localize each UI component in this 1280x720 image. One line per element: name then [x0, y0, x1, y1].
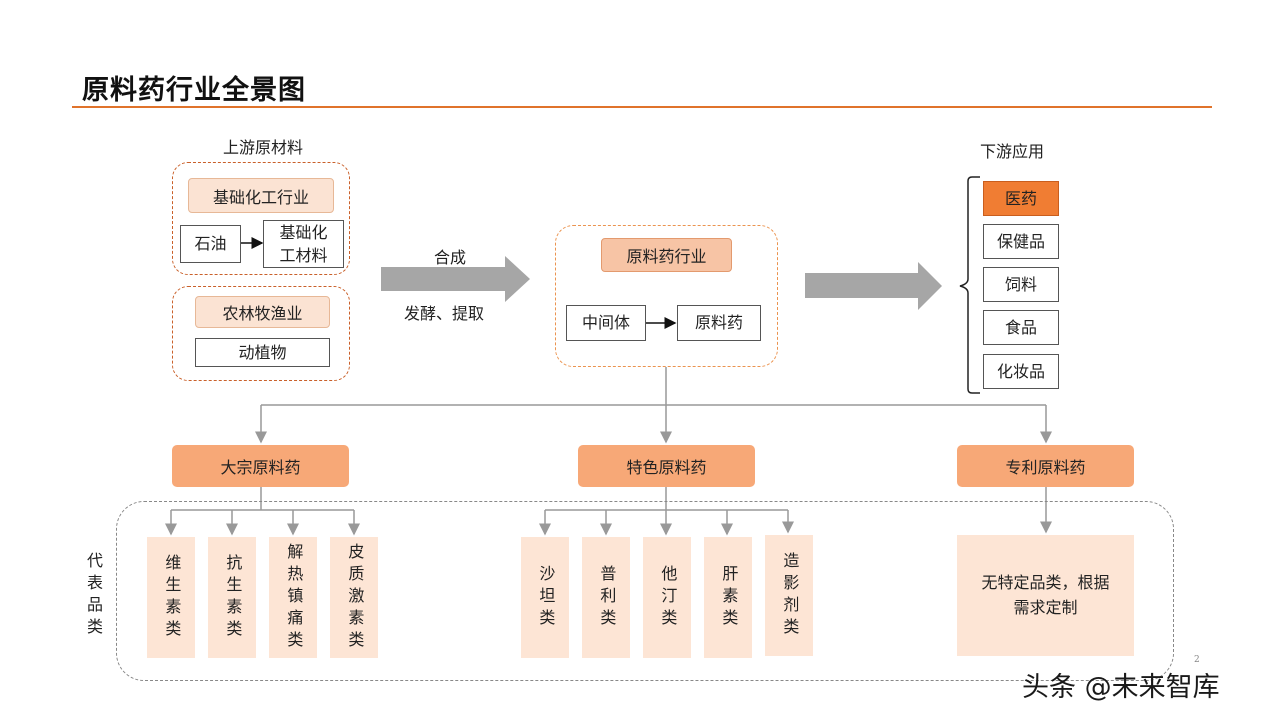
big-arrow-synthesis	[381, 256, 530, 302]
chem-industry-group	[172, 162, 350, 275]
chem-industry-box: 基础化工行业	[188, 178, 334, 213]
category-specialty-api: 特色原料药	[578, 445, 755, 487]
intermediate-box: 中间体	[566, 305, 646, 341]
title-divider	[72, 106, 1212, 108]
downstream-item-food: 食品	[983, 310, 1059, 345]
leaf-vitamins: 维生素类	[147, 537, 195, 658]
leaf-sartans: 沙坦类	[521, 537, 569, 658]
leaf-custom-made: 无特定品类，根据 需求定制	[957, 535, 1134, 656]
agriculture-group	[172, 286, 350, 381]
leaf-contrast-agents: 造影剂类	[765, 535, 813, 656]
api-industry-group	[555, 225, 778, 367]
upstream-label: 上游原材料	[223, 138, 304, 157]
leaf-antipyretic-analgesics: 解热镇痛类	[269, 537, 317, 658]
downstream-item-medicine: 医药	[983, 181, 1059, 216]
plants-animals-box: 动植物	[195, 338, 330, 367]
petroleum-box: 石油	[180, 225, 241, 263]
downstream-item-health-products: 保健品	[983, 224, 1059, 259]
representative-categories-group	[116, 501, 1174, 681]
downstream-item-feed: 饲料	[983, 267, 1059, 302]
basic-chem-materials-box: 基础化 工材料	[263, 220, 344, 268]
representative-categories-label: 代表品类	[84, 552, 103, 640]
leaf-corticosteroids: 皮质激素类	[330, 537, 378, 658]
api-box: 原料药	[677, 305, 761, 341]
leaf-statins: 他汀类	[643, 537, 691, 658]
api-industry-box: 原料药行业	[601, 238, 732, 272]
downstream-brace	[959, 176, 980, 394]
synthesis-label: 合成	[434, 248, 467, 267]
leaf-prils: 普利类	[582, 537, 630, 658]
downstream-item-cosmetics: 化妆品	[983, 354, 1059, 389]
big-arrow-downstream	[805, 262, 942, 310]
watermark: 头条 @未来智库	[1022, 672, 1220, 703]
page-number: 2	[1194, 655, 1200, 665]
leaf-antibiotics: 抗生素类	[208, 537, 256, 658]
category-patented-api: 专利原料药	[957, 445, 1134, 487]
category-bulk-api: 大宗原料药	[172, 445, 349, 487]
leaf-heparins: 肝素类	[704, 537, 752, 658]
downstream-label: 下游应用	[980, 142, 1045, 161]
fermentation-label: 发酵、提取	[404, 304, 485, 323]
agriculture-box: 农林牧渔业	[195, 296, 330, 328]
page-title: 原料药行业全景图	[82, 75, 306, 106]
